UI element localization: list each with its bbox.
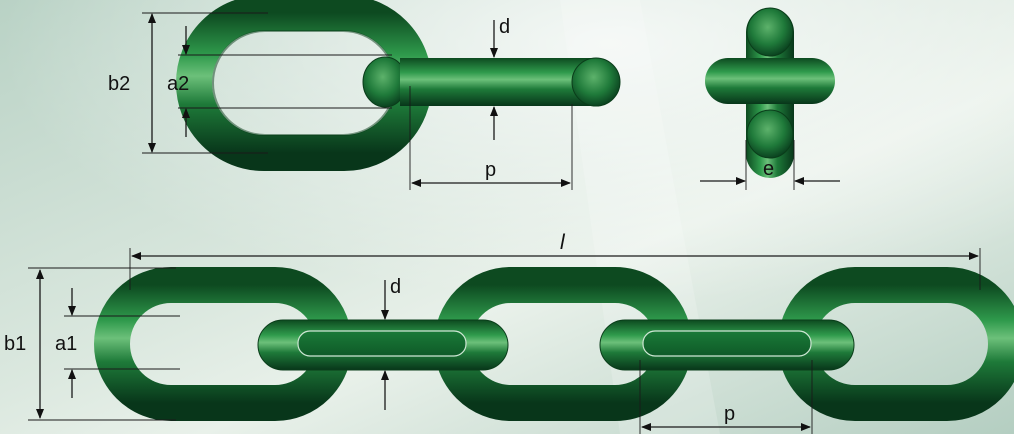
label-d-top: d	[499, 16, 510, 38]
top-link-rod-end	[571, 57, 621, 107]
label-p-top: p	[485, 159, 496, 181]
label-a1: a1	[55, 333, 77, 355]
label-b2: b2	[108, 73, 130, 95]
chain-link-2-slot	[297, 330, 467, 357]
bottom-chain	[94, 267, 1014, 421]
top-link-side-view	[176, 0, 621, 171]
label-l: l	[560, 231, 566, 254]
bottom-dimensions	[28, 248, 981, 434]
label-e: e	[763, 158, 774, 180]
labels: b2 a2 d p e l b1 a1 d p	[4, 16, 774, 425]
label-d-bottom: d	[390, 276, 401, 298]
label-a2: a2	[167, 73, 189, 95]
front-view-top-section	[746, 7, 794, 57]
label-p-bottom: p	[724, 403, 735, 425]
top-right-front-view	[705, 7, 835, 178]
chain-link-4-slot	[642, 330, 812, 357]
label-b1: b1	[4, 333, 26, 355]
front-view-bottom-section	[746, 109, 794, 159]
front-view-horizontal-bar	[705, 58, 835, 104]
top-link-rod	[400, 58, 600, 106]
top-dimensions	[142, 12, 840, 190]
